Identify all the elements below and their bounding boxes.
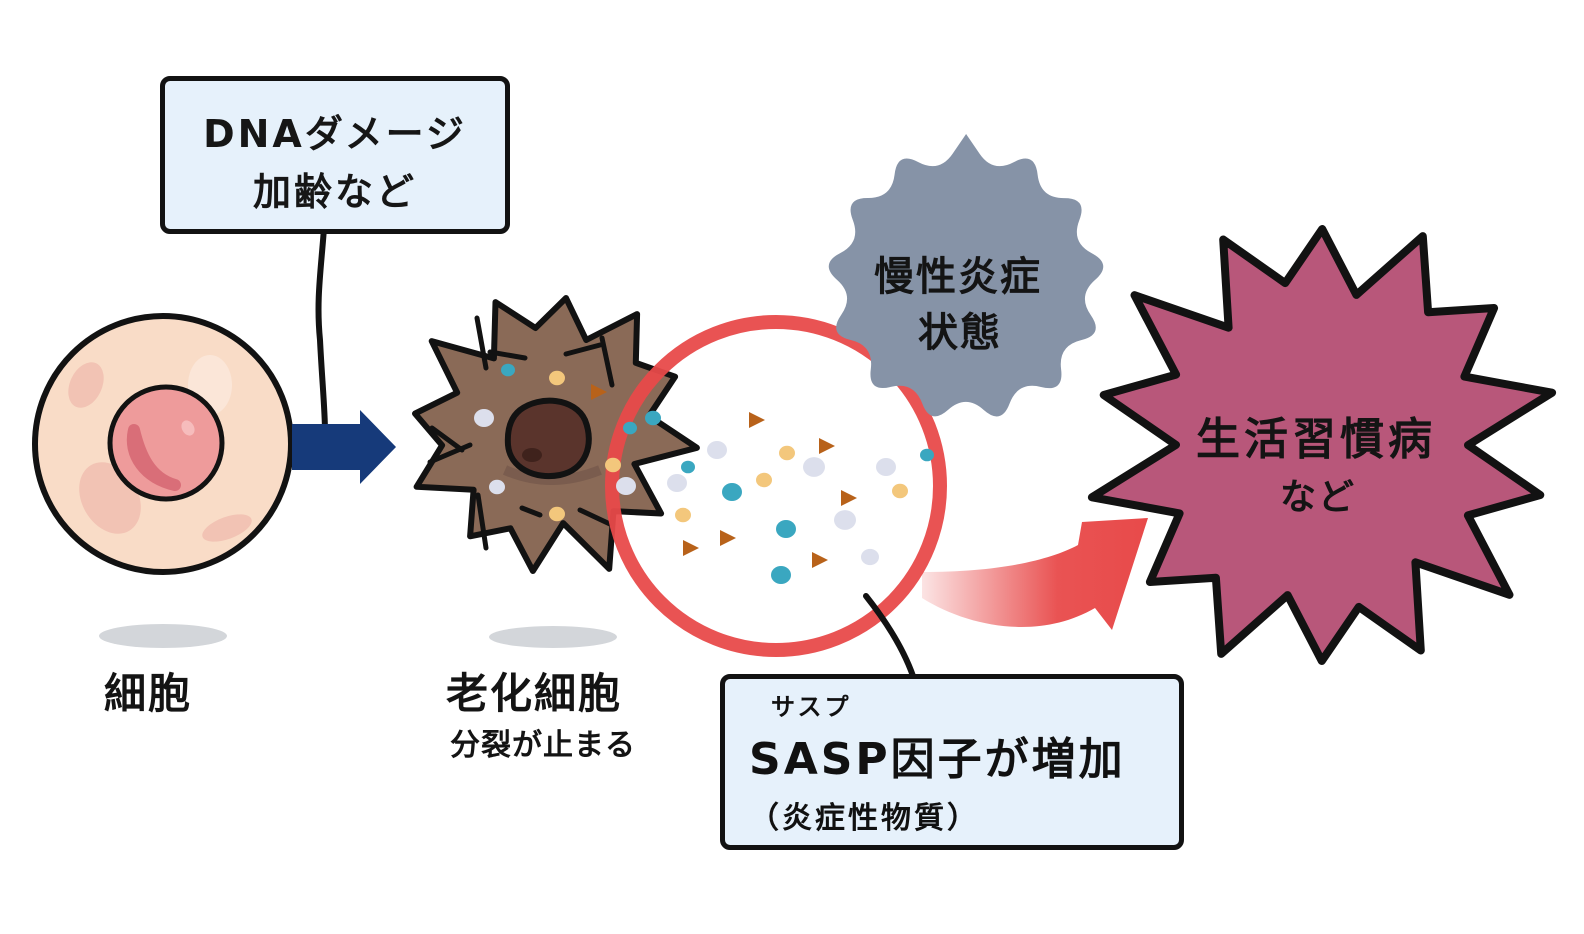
sasp-particle [489,479,505,495]
sasp-particle [920,448,934,462]
cause-callout-box: DNAダメージ 加齢など [160,76,510,234]
sasp-callout-box: サスプ SASP因子が増加 （炎症性物質） [720,674,1184,850]
sasp-line-1: SASP因子が増加 [749,734,1126,785]
sasp-particle [771,566,791,584]
sasp-particle [707,441,727,459]
sasp-particle [876,458,896,476]
sasp-particle [549,506,565,522]
sasp-particle [605,457,621,473]
cause-connector-line [315,225,328,435]
sasp-particle [834,510,856,530]
sasp-particle-triangle [812,552,828,568]
sasp-particle [803,457,825,477]
senescent-cell-shadow [489,626,617,648]
sasp-particle [549,370,565,386]
sasp-connector-line [863,593,918,685]
senescent-cell-label: 老化細胞 [446,669,623,718]
normal-cell-shadow [99,624,227,648]
sasp-particles [474,363,934,584]
sasp-line-2: （炎症性物質） [749,801,980,836]
sasp-particle [616,477,636,495]
senescent-nucleus-icon [504,397,592,480]
progression-arrow-icon [292,410,396,484]
senescent-cell-sublabel: 分裂が止まる [450,728,636,763]
sasp-particle-triangle [749,412,765,428]
sasp-particle-triangle [841,490,857,506]
sasp-particle [681,460,695,474]
disease-burst-shape [1087,225,1557,665]
sasp-particle [722,483,742,501]
normal-cell-icon [32,313,294,575]
senescent-cell-icon [412,295,700,574]
sasp-zoom-circle [605,315,947,657]
sasp-particle [623,421,637,435]
disease-line-1: 生活習慣病 [1196,414,1436,465]
inflammation-line-1: 慢性炎症 [874,254,1042,300]
sasp-particle [645,410,661,426]
sasp-particle-triangle [720,530,736,546]
sasp-particle [667,474,687,492]
curved-arrow-icon [922,518,1148,630]
sasp-particle-triangle [591,384,607,400]
sasp-particle [779,445,795,461]
sasp-particle-triangle [819,438,835,454]
cause-line-1: DNAダメージ [203,112,467,156]
cause-line-2: 加齢など [252,170,417,214]
sasp-particle [675,507,691,523]
sasp-ruby-text: サスプ [771,693,852,721]
inflammation-burst-shape [828,134,1104,417]
sasp-particle [861,548,879,566]
sasp-particle [474,409,494,427]
normal-cell-label: 細胞 [104,669,193,718]
sasp-particle [892,483,908,499]
sasp-particle [776,520,796,538]
inflammation-line-2: 状態 [918,310,1002,356]
sasp-particle-triangle [683,540,699,556]
sasp-particle [501,363,515,377]
nucleus-icon [107,384,225,502]
sasp-particle [756,472,772,488]
disease-line-2: など [1280,477,1357,518]
